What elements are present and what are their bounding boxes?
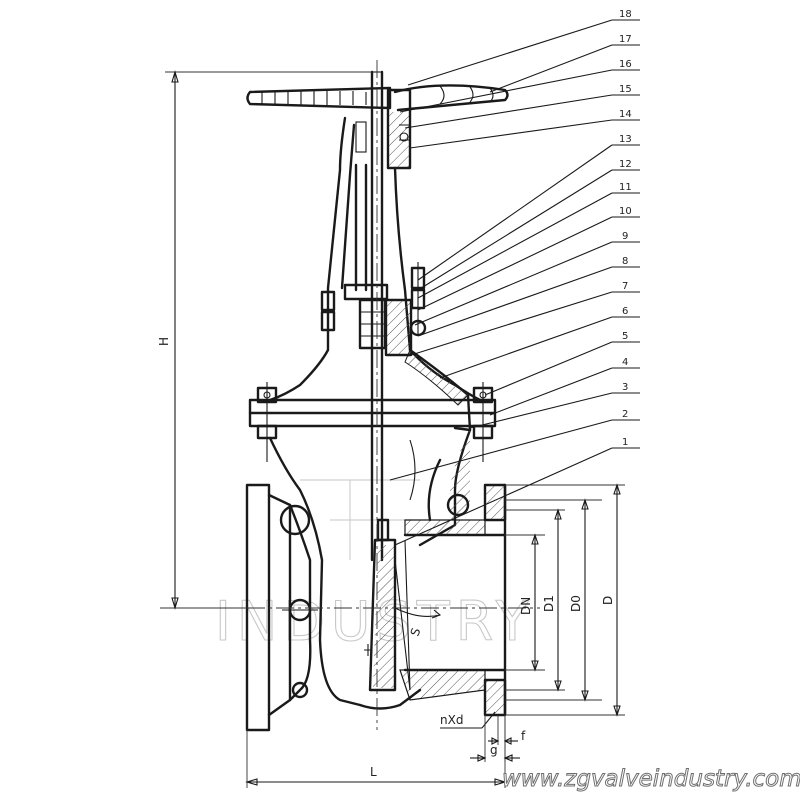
dim-label-h: H bbox=[157, 337, 171, 346]
callout-8: 8 bbox=[622, 256, 628, 267]
angle-s-marker: S bbox=[394, 607, 442, 638]
callout-4: 4 bbox=[622, 357, 628, 368]
handwheel bbox=[246, 84, 509, 112]
callout-17: 17 bbox=[619, 34, 632, 45]
callout-16: 16 bbox=[619, 59, 632, 70]
dim-label-d: D bbox=[601, 596, 615, 605]
dim-label-d0: D0 bbox=[569, 595, 583, 612]
callout-3: 3 bbox=[622, 382, 628, 393]
callout-15: 15 bbox=[619, 84, 632, 95]
callout-10: 10 bbox=[619, 206, 632, 217]
callout-2: 2 bbox=[622, 409, 628, 420]
callout-7: 7 bbox=[622, 281, 628, 292]
dimension-small: nXd g f bbox=[440, 711, 526, 762]
dimension-l: L bbox=[245, 715, 507, 788]
gland-bolt-left bbox=[320, 286, 336, 335]
bonnet-flange bbox=[248, 382, 497, 462]
callout-11: 11 bbox=[619, 182, 632, 193]
callout-1: 1 bbox=[622, 437, 628, 448]
yoke-nut bbox=[386, 88, 412, 170]
bonnet-yoke bbox=[268, 116, 482, 432]
callout-numbers: 18 17 16 15 14 13 12 11 10 9 8 7 6 5 4 3… bbox=[619, 9, 632, 448]
callout-6: 6 bbox=[622, 306, 628, 317]
callout-9: 9 bbox=[622, 231, 628, 242]
website-url: www.zgvalveindustry.com bbox=[502, 766, 800, 792]
dim-label-l: L bbox=[370, 765, 377, 779]
callout-12: 12 bbox=[619, 159, 632, 170]
callout-14: 14 bbox=[619, 109, 632, 120]
valve-body bbox=[245, 428, 507, 732]
svg-text:S: S bbox=[408, 626, 424, 638]
dim-label-nxd: nXd bbox=[440, 713, 463, 727]
dim-label-f: f bbox=[521, 729, 526, 743]
dimension-diameters: DN D1 D0 D bbox=[505, 483, 625, 717]
callout-13: 13 bbox=[619, 134, 632, 145]
dim-label-d1: D1 bbox=[542, 595, 556, 612]
watermark-logo bbox=[300, 479, 420, 560]
dim-label-dn: DN bbox=[519, 597, 533, 615]
callout-18: 18 bbox=[619, 9, 632, 20]
dim-label-g: g bbox=[490, 743, 498, 757]
dimension-h: H bbox=[157, 70, 372, 610]
callout-leaders bbox=[389, 19, 640, 546]
callout-5: 5 bbox=[622, 331, 628, 342]
